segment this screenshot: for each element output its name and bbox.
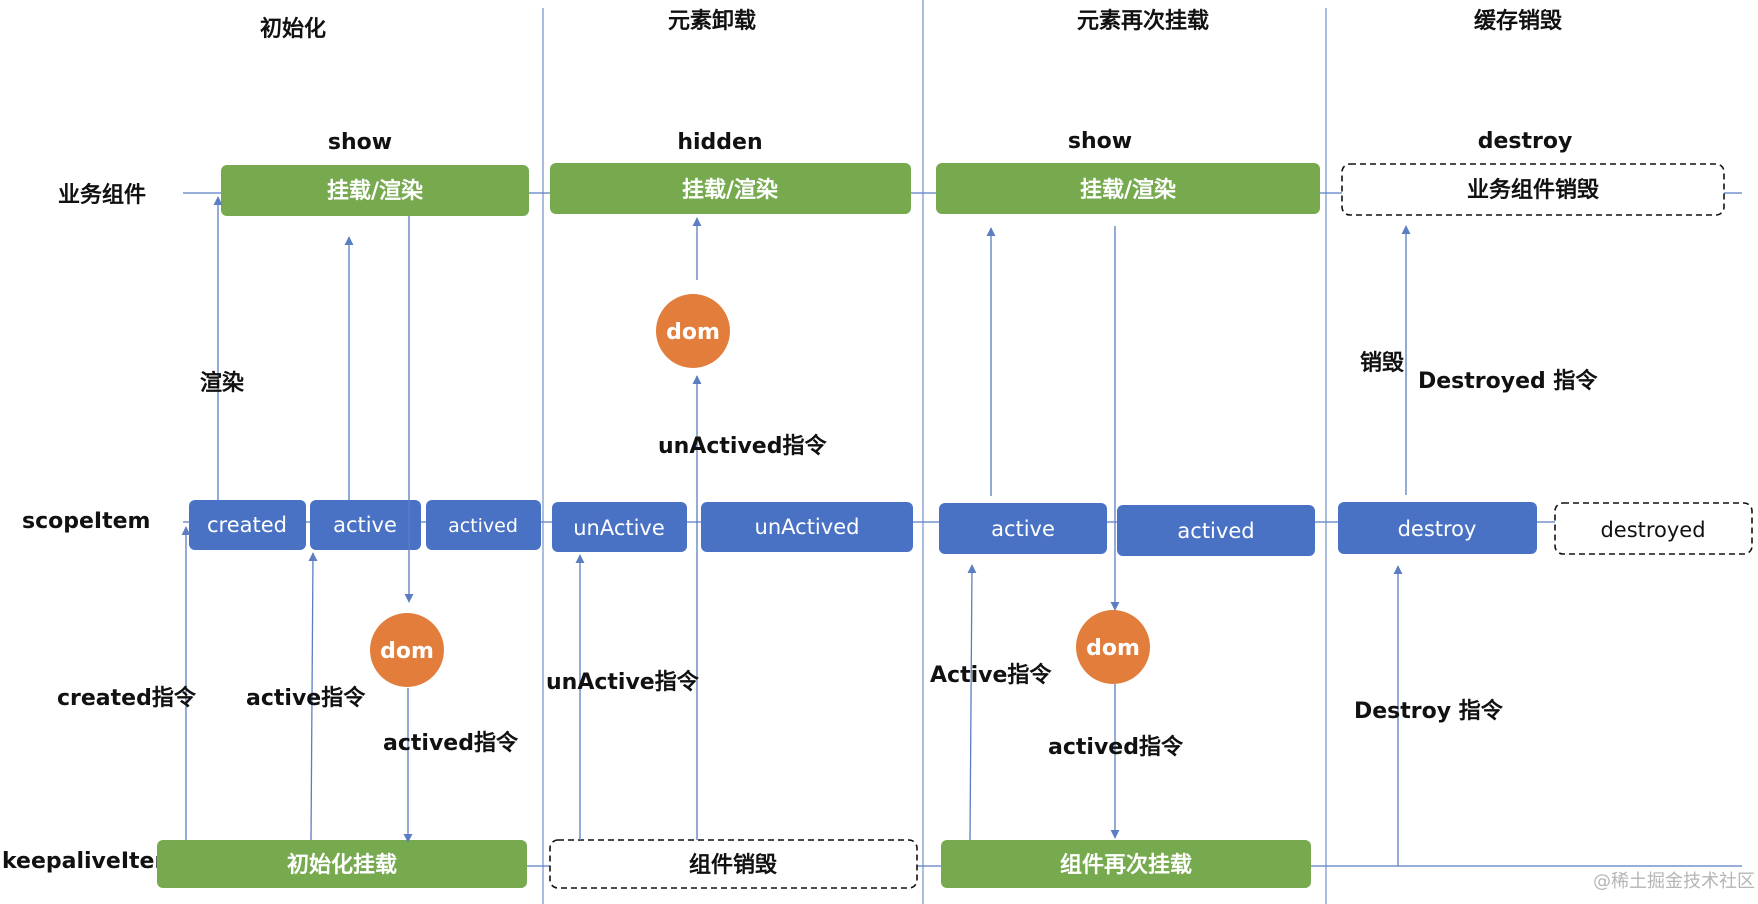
scope-box-created <box>189 500 306 550</box>
keepalive-box-init-label: 初始化挂载 <box>287 852 397 878</box>
phase-dividers <box>542 0 1327 904</box>
scope-box-actived-2 <box>1117 505 1315 556</box>
keepalive-box-init <box>157 840 527 888</box>
scope-box-actived-2-label: actived <box>1177 519 1254 543</box>
business-boxes: 挂载/渲染 挂载/渲染 挂载/渲染 业务组件销毁 <box>221 163 1725 216</box>
annotation-unactived-cmd: unActived指令 <box>658 433 827 459</box>
annotation-unactive-cmd: unActive指令 <box>546 669 700 695</box>
annotation-destroy-word: 销毁 <box>1360 351 1404 376</box>
phase-headers: 初始化 元素卸载 元素再次挂载 缓存销毁 <box>260 8 1562 42</box>
scope-box-destroy-label: destroy <box>1398 517 1477 541</box>
annotation-destroy-cmd: Destroy 指令 <box>1354 698 1504 724</box>
scope-box-unactive-label: unActive <box>573 516 665 540</box>
keepalive-box-remount-label: 组件再次挂载 <box>1060 852 1192 878</box>
scope-box-destroyed <box>1554 502 1753 555</box>
dom-circle-3 <box>1076 610 1150 684</box>
annotation-active-cmd: active指令 <box>246 685 366 711</box>
scope-box-actived-1 <box>426 500 541 550</box>
business-box-3 <box>936 163 1320 214</box>
phase-remount: 元素再次挂载 <box>1077 8 1209 34</box>
business-box-1 <box>221 165 529 216</box>
annotation-created-cmd: created指令 <box>57 685 197 711</box>
scope-box-active-2 <box>939 503 1107 554</box>
scope-box-unactived <box>701 502 913 552</box>
scope-box-unactive <box>552 502 687 552</box>
annotation-Active-cmd: Active指令 <box>930 662 1052 688</box>
arrows <box>181 196 1411 866</box>
scope-box-active-2-label: active <box>991 517 1055 541</box>
arrow-remount-to-active2 <box>967 564 977 841</box>
phase-init: 初始化 <box>260 16 326 42</box>
keepalive-box-destroy-label: 组件销毁 <box>689 852 777 878</box>
dom-label-2: dom <box>666 320 720 345</box>
dom-nodes: dom dom dom <box>370 294 1150 687</box>
scope-box-created-label: created <box>207 513 287 537</box>
scope-boxes: created active actived unActive unActive… <box>189 500 1753 556</box>
phase-cache-destroy: 缓存销毁 <box>1474 8 1562 34</box>
phase-unmount: 元素卸载 <box>668 8 756 34</box>
state-hidden: hidden <box>677 130 762 155</box>
business-box-2 <box>550 163 911 214</box>
keepalive-box-remount <box>941 840 1311 888</box>
row-label-keepalive: keepaliveItem <box>2 849 177 874</box>
business-box-destroy-label: 业务组件销毁 <box>1467 177 1599 203</box>
business-box-2-label: 挂载/渲染 <box>682 177 778 203</box>
row-labels: 业务组件 scopeItem keepaliveItem <box>2 182 177 874</box>
arrow-init-to-active <box>308 552 318 841</box>
scope-box-actived-1-label: actived <box>448 515 518 537</box>
state-labels: show hidden show destroy <box>328 129 1572 155</box>
annotation-actived-cmd-2: actived指令 <box>1048 734 1184 760</box>
keepalive-boxes: 初始化挂载 组件销毁 组件再次挂载 <box>157 839 1311 889</box>
watermark: @稀土掘金技术社区 <box>1593 871 1755 892</box>
business-box-3-label: 挂载/渲染 <box>1080 177 1176 203</box>
annotation-destroyed-cmd: Destroyed 指令 <box>1418 368 1598 394</box>
annotation-actived-cmd-1: actived指令 <box>383 730 519 756</box>
annotation-render: 渲染 <box>200 370 244 396</box>
scope-box-active-1 <box>310 500 421 550</box>
state-show-1: show <box>328 130 392 155</box>
dom-label-3: dom <box>1086 636 1140 661</box>
state-show-2: show <box>1068 129 1132 154</box>
scope-box-destroyed-label: destroyed <box>1600 518 1705 542</box>
row-label-scope: scopeItem <box>22 509 150 534</box>
keepalive-box-destroy <box>549 839 918 889</box>
scope-box-unactived-label: unActived <box>755 515 860 539</box>
row-label-business: 业务组件 <box>58 182 146 208</box>
annotations: 渲染 created指令 active指令 actived指令 unActive… <box>57 351 1598 760</box>
scope-box-destroy <box>1338 502 1537 554</box>
scope-box-active-1-label: active <box>333 513 397 537</box>
business-box-1-label: 挂载/渲染 <box>327 178 423 204</box>
dom-circle-2 <box>656 294 730 368</box>
state-destroy: destroy <box>1478 129 1573 154</box>
business-box-destroy <box>1341 163 1725 216</box>
dom-circle-1 <box>370 613 444 687</box>
dom-label-1: dom <box>380 639 434 664</box>
